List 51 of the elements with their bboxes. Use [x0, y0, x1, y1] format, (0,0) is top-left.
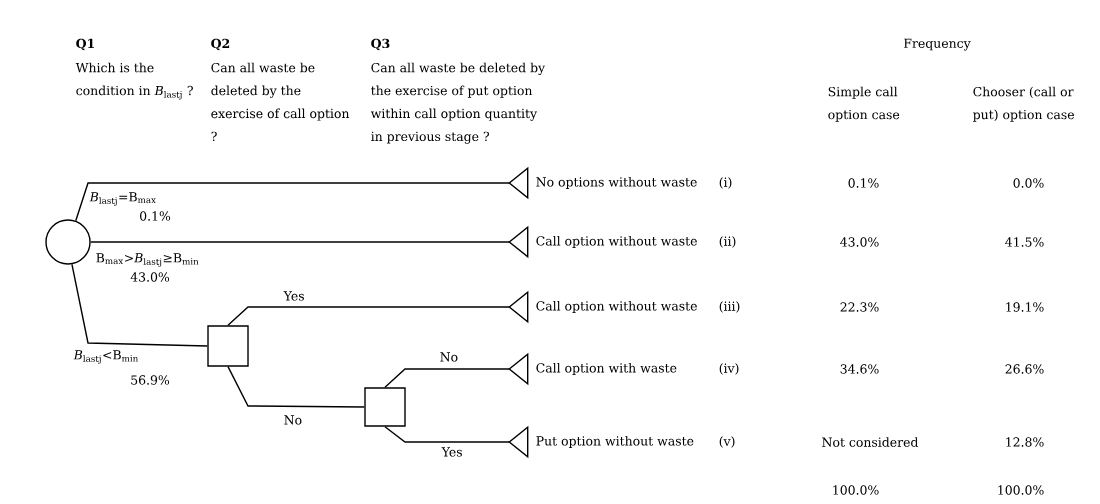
- branch-probability: 56.9%: [131, 375, 170, 385]
- table-cell: 19.1%: [1006, 302, 1044, 312]
- table-cell: 22.3%: [840, 302, 879, 312]
- branch-line: [90, 241, 510, 243]
- column-heading: Frequency: [904, 38, 971, 51]
- table-cell: 41.5%: [1005, 237, 1044, 247]
- branch-line: [71, 263, 208, 347]
- question-number: Q2: [211, 38, 230, 51]
- question-number: Q3: [371, 38, 390, 51]
- case-numeral: (iii): [719, 301, 740, 313]
- edge-label: No: [284, 415, 302, 425]
- table-cell: 100.0%: [998, 485, 1044, 495]
- table-cell: 43.0%: [840, 237, 879, 247]
- table-cell: 0.1%: [848, 178, 879, 188]
- branch-line: [227, 366, 365, 408]
- edge-label: Yes: [441, 447, 462, 457]
- chance-node-circle: [45, 219, 91, 265]
- question-number: Q1: [76, 38, 94, 51]
- branch-line: [227, 306, 510, 326]
- branch-line: [75, 182, 510, 222]
- branch-line: [384, 426, 510, 443]
- outcome-text: Call option without waste: [536, 300, 697, 313]
- case-numeral: (iv): [719, 363, 739, 375]
- edge-label: B$_{lastj}$=B$_{max}$: [89, 192, 156, 206]
- branch-line: [384, 368, 510, 388]
- column-heading: Chooser (call or put) option case: [973, 86, 1074, 122]
- question-text: Can all waste be deleted by the exercise of put option within call option quantity in previous stage ?: [370, 62, 546, 144]
- edge-label: Yes: [283, 291, 304, 301]
- table-cell: 12.8%: [1006, 437, 1044, 447]
- decision-node-square: [207, 325, 249, 367]
- decision-node-square: [364, 387, 406, 427]
- table-cell: 34.6%: [840, 364, 879, 374]
- case-numeral: (ii): [719, 236, 736, 248]
- outcome-text: Call option with waste: [536, 362, 677, 375]
- case-numeral: (i): [719, 177, 732, 189]
- edge-label: No: [440, 352, 458, 362]
- branch-probability: 0.1%: [140, 211, 171, 221]
- outcome-text: No options without waste: [536, 176, 697, 189]
- outcome-text: Put option without waste: [536, 435, 694, 448]
- branch-probability: 43.0%: [130, 272, 170, 282]
- table-cell: Not considered: [822, 437, 919, 447]
- question-text: Can all waste be deleted by the exercise of call option ?: [211, 62, 350, 142]
- table-cell: 26.6%: [1005, 364, 1044, 374]
- table-cell: 0.0%: [1013, 178, 1044, 188]
- question-text: Which is the condition in B$_{lastj}$ ?: [75, 62, 193, 100]
- case-numeral: (v): [719, 436, 735, 448]
- edge-label: B$_{max}$>B$_{lastj}$≥B$_{min}$: [96, 253, 199, 267]
- column-heading: Simple call option case: [828, 86, 900, 122]
- edge-label: B$_{lastj}$<B$_{min}$: [73, 350, 139, 364]
- table-cell: 100.0%: [833, 485, 879, 495]
- outcome-text: Call option without waste: [536, 235, 697, 248]
